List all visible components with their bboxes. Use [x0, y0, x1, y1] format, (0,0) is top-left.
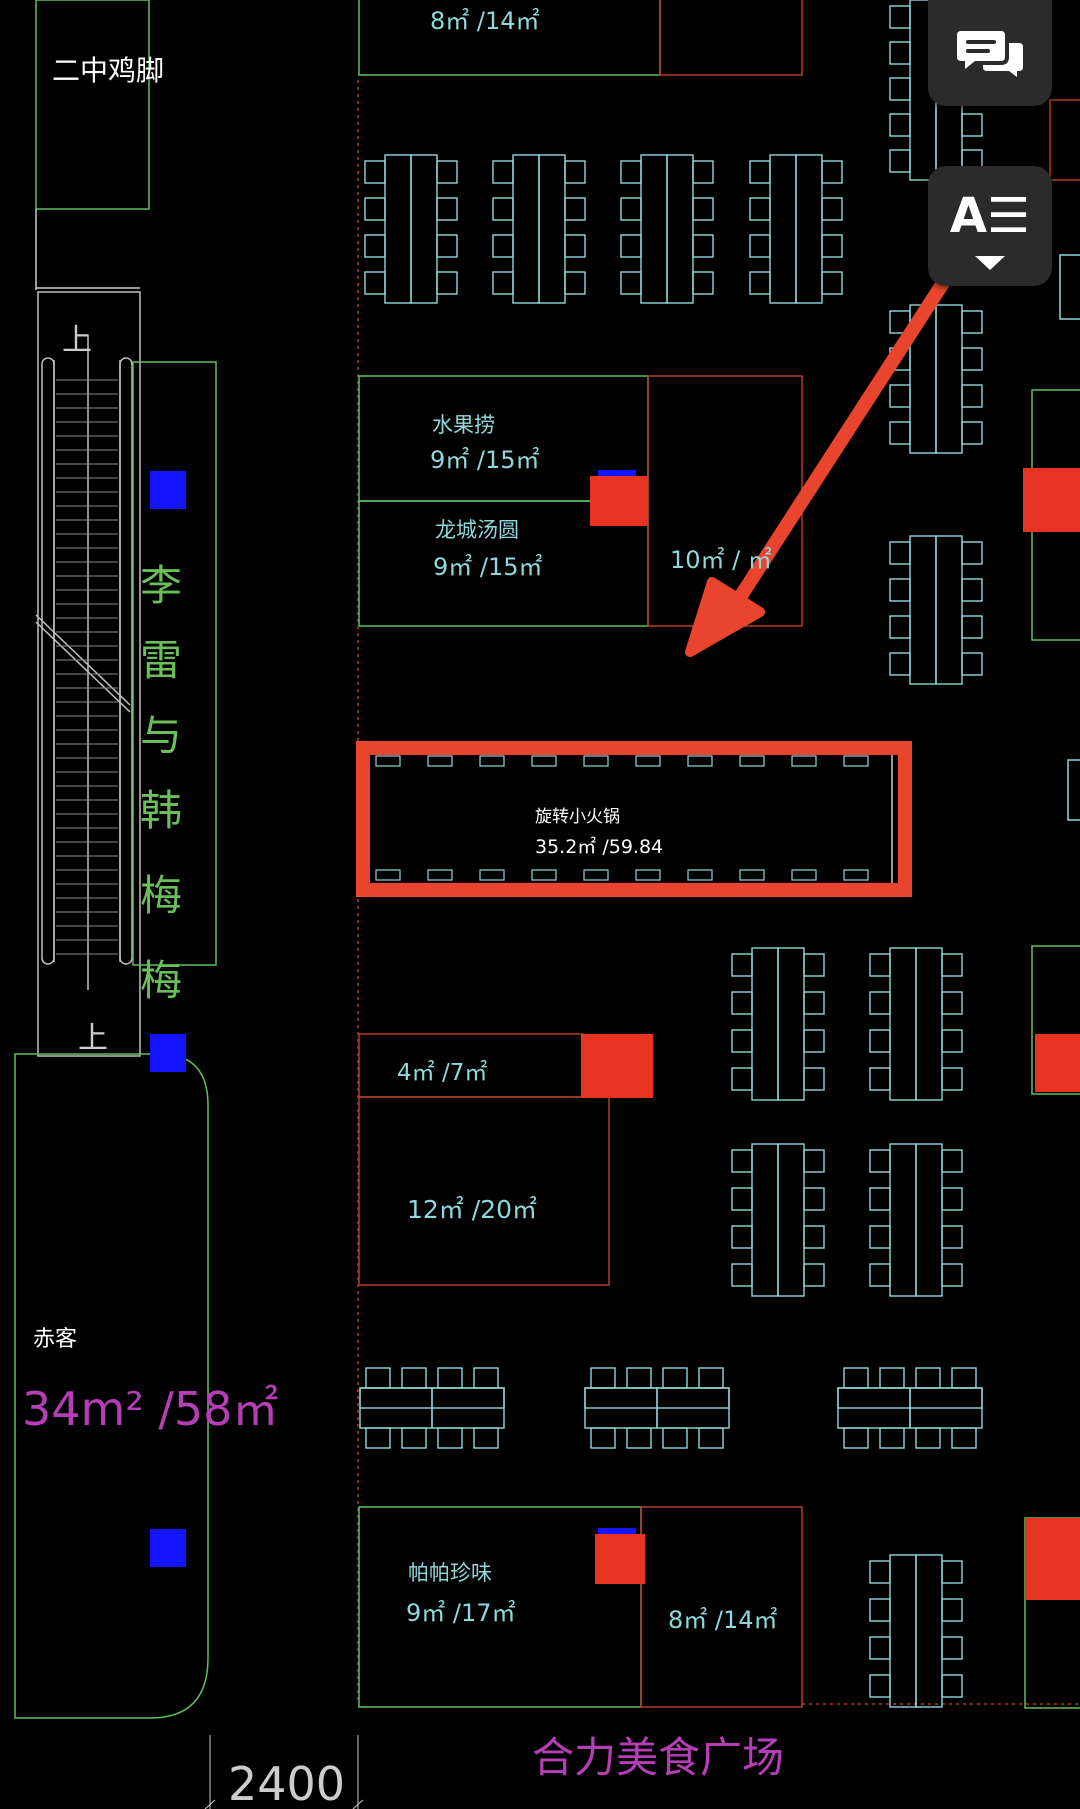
text-format-icon: A☰ [949, 188, 1031, 244]
stall-top-partial-right [659, 0, 803, 76]
stall-shuiguolao-name: 水果捞 [432, 413, 495, 437]
dimension-label: 2400 [228, 1757, 345, 1809]
comments-button[interactable] [928, 0, 1052, 106]
escalator-up-label-lower: 上 [78, 1021, 108, 1056]
escalator-up-label: 上 [62, 323, 92, 358]
vertical-label-frame [132, 361, 217, 966]
vertical-label-char: 韩 [140, 786, 182, 835]
stall-papa-area: 9㎡ /17㎡ [406, 1599, 516, 1627]
table-group [869, 947, 963, 1101]
stall-right-edge [1059, 254, 1080, 320]
dining-tables [359, 0, 983, 1708]
escalator [35, 291, 141, 1057]
table-group [364, 154, 458, 304]
vertical-label-char: 梅 [140, 871, 182, 920]
hotpot-name: 旋转小火锅 [535, 807, 620, 827]
table-group [620, 154, 714, 304]
table-group [869, 1554, 963, 1708]
stall-right-edge [1067, 759, 1080, 821]
stall-erzhong-outline [35, 0, 150, 210]
vertical-label-char: 梅 [140, 956, 182, 1005]
stall-erzhong-name: 二中鸡脚 [52, 54, 164, 87]
table-group [731, 947, 825, 1101]
stall-shuiguolao-area: 9㎡ /15㎡ [430, 446, 540, 474]
vertical-label-char: 李 [140, 561, 182, 610]
vertical-label-char: 雷 [140, 636, 182, 685]
escalator-steps [56, 379, 118, 955]
table-group [837, 1367, 983, 1449]
column-markers [150, 468, 1080, 1600]
dimension-lines [204, 1735, 364, 1809]
stall-longcheng-area: 9㎡ /15㎡ [433, 553, 543, 581]
stall-top-partial-area: 8㎡ /14㎡ [430, 7, 540, 35]
table-group [492, 154, 586, 304]
comments-icon [957, 27, 1023, 79]
stall-longcheng-name: 龙城汤圆 [435, 518, 519, 542]
stall-12-area: 12㎡ /20㎡ [407, 1195, 537, 1224]
stall-right-edge [1031, 945, 1080, 1095]
chevron-down-icon [975, 256, 1005, 270]
table-group [749, 154, 843, 304]
stall-papa-name: 帕帕珍味 [408, 1561, 492, 1585]
table-group [889, 535, 983, 685]
table-group [889, 304, 983, 454]
table-group [869, 1143, 963, 1297]
stall-10-area: 10㎡ / ㎡ [670, 546, 772, 574]
stall-chike-area: 34m² /58㎡ [22, 1382, 278, 1436]
hotpot-seats [375, 755, 869, 881]
stall-12 [358, 1096, 610, 1286]
table-group [584, 1367, 730, 1449]
text-format-button[interactable]: A☰ [928, 166, 1052, 286]
hotpot-bar-outline [361, 747, 893, 889]
hotpot-area: 35.2㎡ /59.84 [535, 835, 663, 858]
stall-bottom-right-area: 8㎡ /14㎡ [668, 1606, 778, 1634]
stall-small-area: 4㎡ /7㎡ [397, 1060, 487, 1086]
stall-right-edge [1049, 99, 1080, 181]
annotation-highlight [356, 273, 952, 897]
table-group [359, 1367, 505, 1449]
table-group [731, 1143, 825, 1297]
vertical-label-char: 与 [140, 711, 182, 760]
food-court-title: 合力美食广场 [532, 1733, 784, 1782]
stall-bottom-right [640, 1506, 803, 1708]
vertical-label: 李 雷 与 韩 梅 梅 [140, 561, 182, 1005]
stall-chike-name: 赤客 [33, 1327, 77, 1352]
